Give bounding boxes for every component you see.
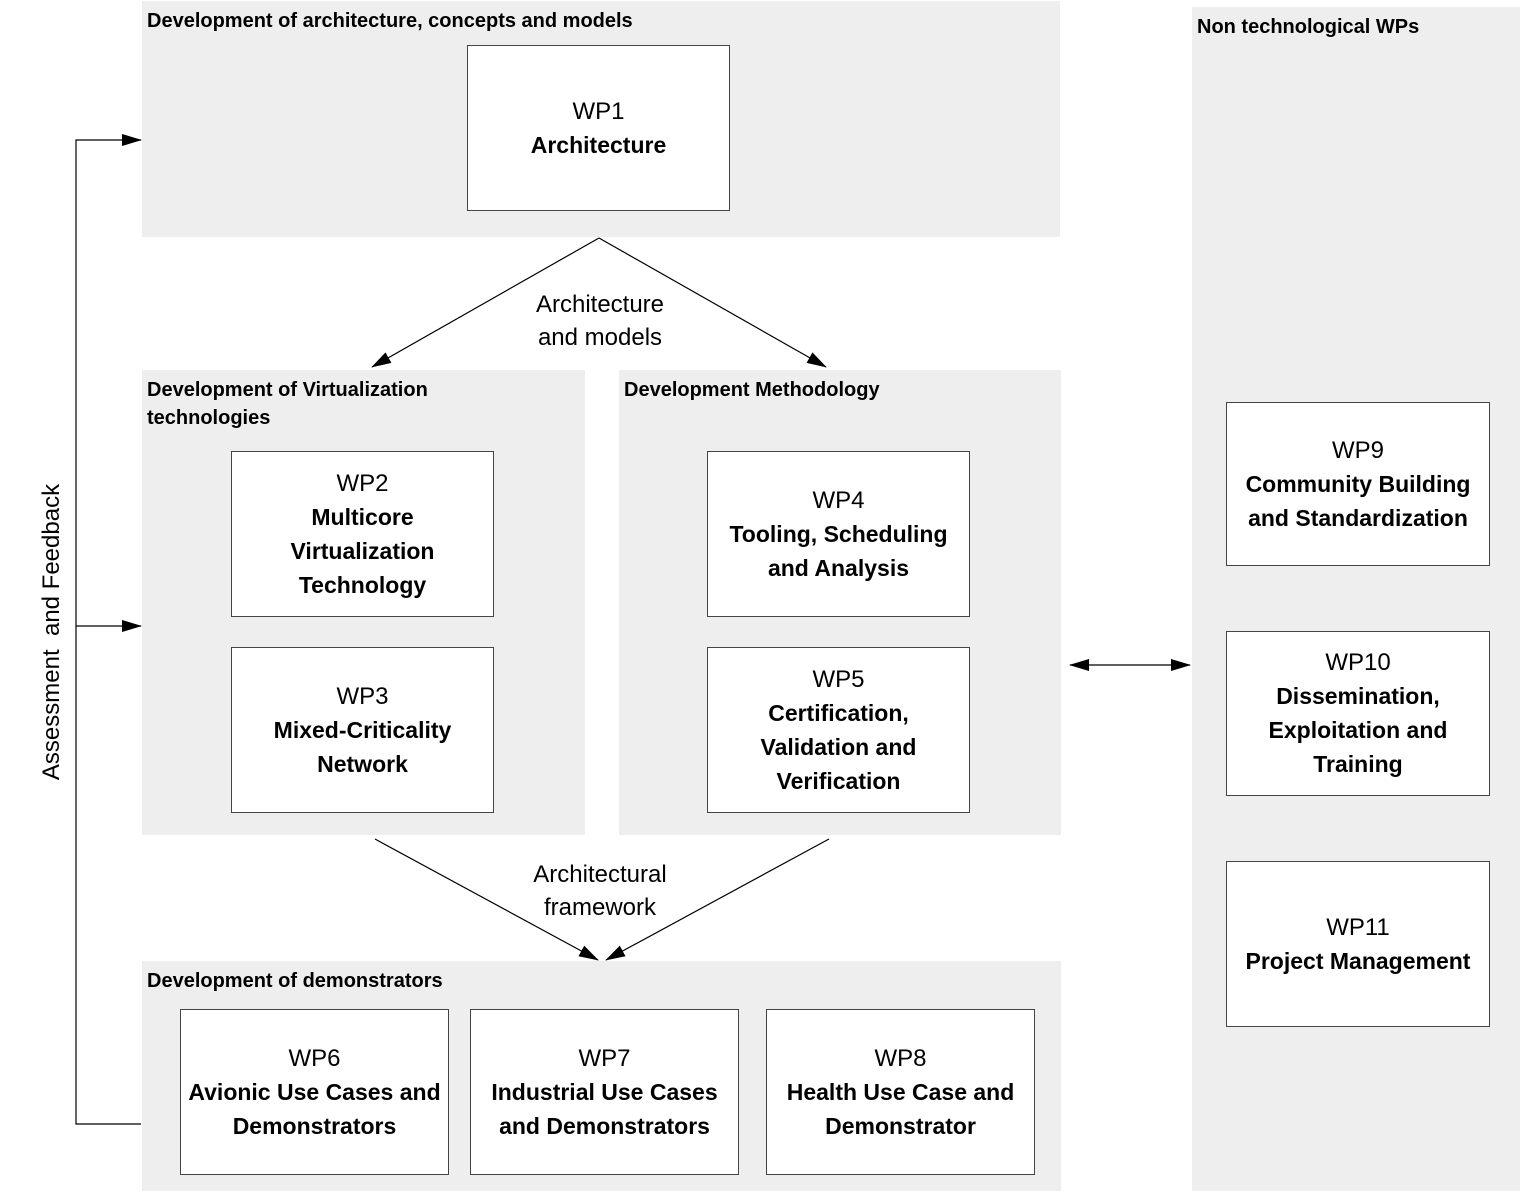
wp9-box[interactable]: WP9 Community Building and Standardizati… [1226, 402, 1490, 566]
wp10-name: Dissemination, Exploitation and Training [1268, 683, 1448, 777]
panel-demonstrators-title: Development of demonstrators [147, 970, 443, 992]
wp3-id: WP3 [336, 682, 389, 710]
label-architectural-framework: Architectural framework [533, 861, 667, 921]
wp6-box[interactable]: WP6 Avionic Use Cases and Demonstrators [180, 1009, 449, 1175]
wp8-box[interactable]: WP8 Health Use Case and Demonstrator [766, 1009, 1035, 1175]
wp3-box[interactable]: WP3 Mixed-Criticality Network [231, 647, 494, 813]
wp10-id: WP10 [1325, 649, 1391, 676]
wp4-box[interactable]: WP4 Tooling, Scheduling and Analysis [707, 451, 970, 617]
wp5-id: WP5 [812, 665, 865, 693]
wp4-name: Tooling, Scheduling and Analysis [729, 520, 948, 581]
panel-architecture-title: Development of architecture, concepts an… [147, 10, 633, 32]
wp7-name: Industrial Use Cases and Demonstrators [491, 1078, 718, 1139]
wp2-id: WP2 [336, 469, 389, 497]
wp8-name: Health Use Case and Demonstrator [786, 1078, 1015, 1139]
wp8-id: WP8 [874, 1044, 927, 1072]
label-architecture-models: Architecture and models [535, 291, 665, 351]
label-assessment-feedback: Assessment and Feedback [38, 483, 65, 781]
wp11-name: Project Management [1245, 947, 1471, 974]
panel-virtualization-title: Development of Virtualization technologi… [147, 379, 428, 429]
wp2-box[interactable]: WP2 Multicore Virtualization Technology [231, 451, 494, 617]
wp6-id: WP6 [288, 1044, 341, 1072]
arrow-arch-to-virtualization [371, 237, 600, 368]
panel-non-technological-title: Non technological WPs [1197, 16, 1420, 38]
wp6-name: Avionic Use Cases and Demonstrators [188, 1078, 441, 1139]
wp1-box[interactable]: WP1 Architecture [467, 45, 730, 211]
wp2-name: Multicore Virtualization Technology [290, 503, 435, 598]
wp1-id: WP1 [572, 97, 625, 125]
wp11-id: WP11 [1326, 913, 1390, 941]
wp5-name: Certification, Validation and Verificati… [760, 699, 917, 794]
arrow-methodology-to-demonstrators [605, 838, 830, 961]
wp9-id: WP9 [1331, 436, 1384, 464]
feedback-loop-line [75, 134, 142, 1125]
arrow-arch-to-methodology [598, 237, 827, 368]
wp7-id: WP7 [578, 1044, 631, 1072]
wp11-box[interactable]: WP11 Project Management [1226, 861, 1490, 1027]
wp1-name: Architecture [530, 131, 667, 158]
wp4-id: WP4 [812, 486, 865, 514]
wp10-box[interactable]: WP10 Dissemination, Exploitation and Tra… [1226, 631, 1490, 796]
wp3-name: Mixed-Criticality Network [273, 716, 452, 777]
wp7-box[interactable]: WP7 Industrial Use Cases and Demonstrato… [470, 1009, 739, 1175]
wp5-box[interactable]: WP5 Certification, Validation and Verifi… [707, 647, 970, 813]
arrow-virtualization-to-demonstrators [374, 838, 599, 961]
panel-methodology-title: Development Methodology [624, 379, 880, 401]
wp9-name: Community Building and Standardization [1245, 470, 1471, 531]
